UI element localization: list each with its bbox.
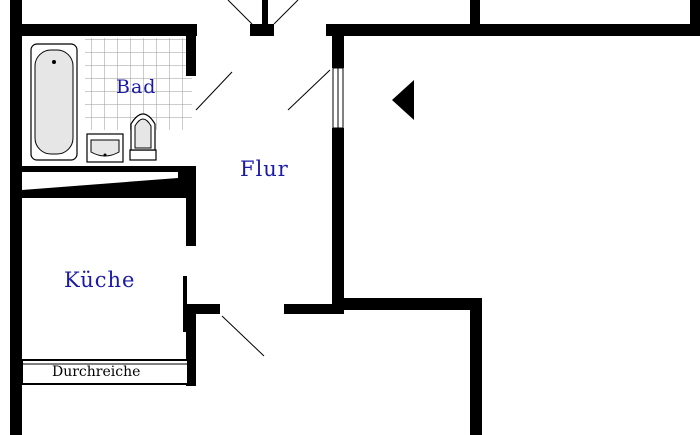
wall-top-right-stub-2 xyxy=(690,0,700,30)
wall-lower-door-post xyxy=(284,304,344,314)
wall-top-stub xyxy=(262,0,268,24)
wall-top-left xyxy=(10,24,197,36)
walls xyxy=(10,0,700,435)
wall-outer-left xyxy=(10,0,22,435)
entrance-arrow-icon xyxy=(392,80,414,120)
door-swings xyxy=(195,0,331,357)
wall-kitchen-right-lower xyxy=(186,304,196,386)
sink-icon xyxy=(86,133,124,163)
wall-top-right-stub-1 xyxy=(470,0,480,26)
room-label-hallway: Flur xyxy=(240,157,289,181)
kitchen-door-jamb xyxy=(183,276,187,332)
wall-living-right xyxy=(470,298,482,435)
door-entry-right xyxy=(273,0,299,25)
wall-living-top xyxy=(332,298,482,310)
wall-bath-bottom xyxy=(22,166,192,172)
serving-hatch-label: Durchreiche xyxy=(52,364,141,380)
wall-top-right xyxy=(326,24,700,36)
toilet-icon xyxy=(129,113,157,161)
wall-hall-right-lower xyxy=(332,128,344,304)
door-kitchen xyxy=(221,315,265,357)
door-bath xyxy=(195,71,233,111)
wall-kitchen-right-upper xyxy=(186,166,196,246)
wall-top-door-post xyxy=(250,24,274,36)
room-label-kitchen: Küche xyxy=(64,268,136,292)
door-hall-right xyxy=(287,69,331,111)
wall-kitchen-door-post xyxy=(186,304,220,314)
room-label-bath: Bad xyxy=(116,76,157,98)
bathtub-icon xyxy=(30,43,78,161)
door-entry-left xyxy=(227,0,253,25)
wall-storage-wedge xyxy=(22,172,192,198)
wall-hall-right-top xyxy=(332,36,344,68)
serving-hatch xyxy=(21,359,189,385)
wall-bath-right-upper xyxy=(186,36,196,76)
